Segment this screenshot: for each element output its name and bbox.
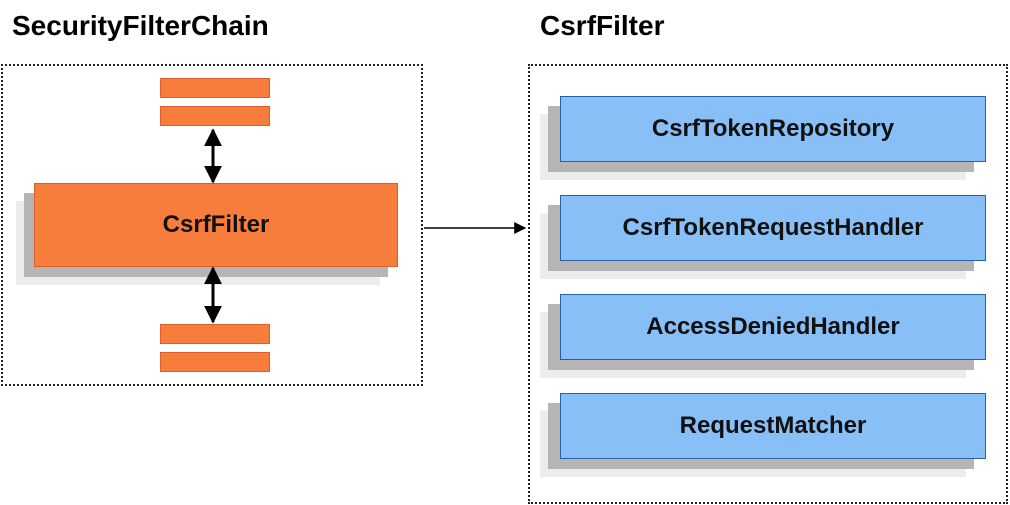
component-label: CsrfTokenRepository — [560, 96, 986, 162]
filter-bar-bottom-1 — [160, 324, 270, 344]
component-label: RequestMatcher — [560, 393, 986, 459]
csrf-filter-panel — [528, 64, 1008, 504]
component-label: CsrfTokenRequestHandler — [560, 195, 986, 261]
filter-bar-bottom-2 — [160, 352, 270, 372]
filter-bar-top-2 — [160, 106, 270, 126]
filter-bar-top-1 — [160, 78, 270, 98]
security-filter-chain-panel — [1, 64, 423, 386]
csrf-filter-title: CsrfFilter — [540, 10, 665, 41]
security-filter-chain-title: SecurityFilterChain — [12, 10, 269, 41]
component-label: AccessDeniedHandler — [560, 294, 986, 360]
